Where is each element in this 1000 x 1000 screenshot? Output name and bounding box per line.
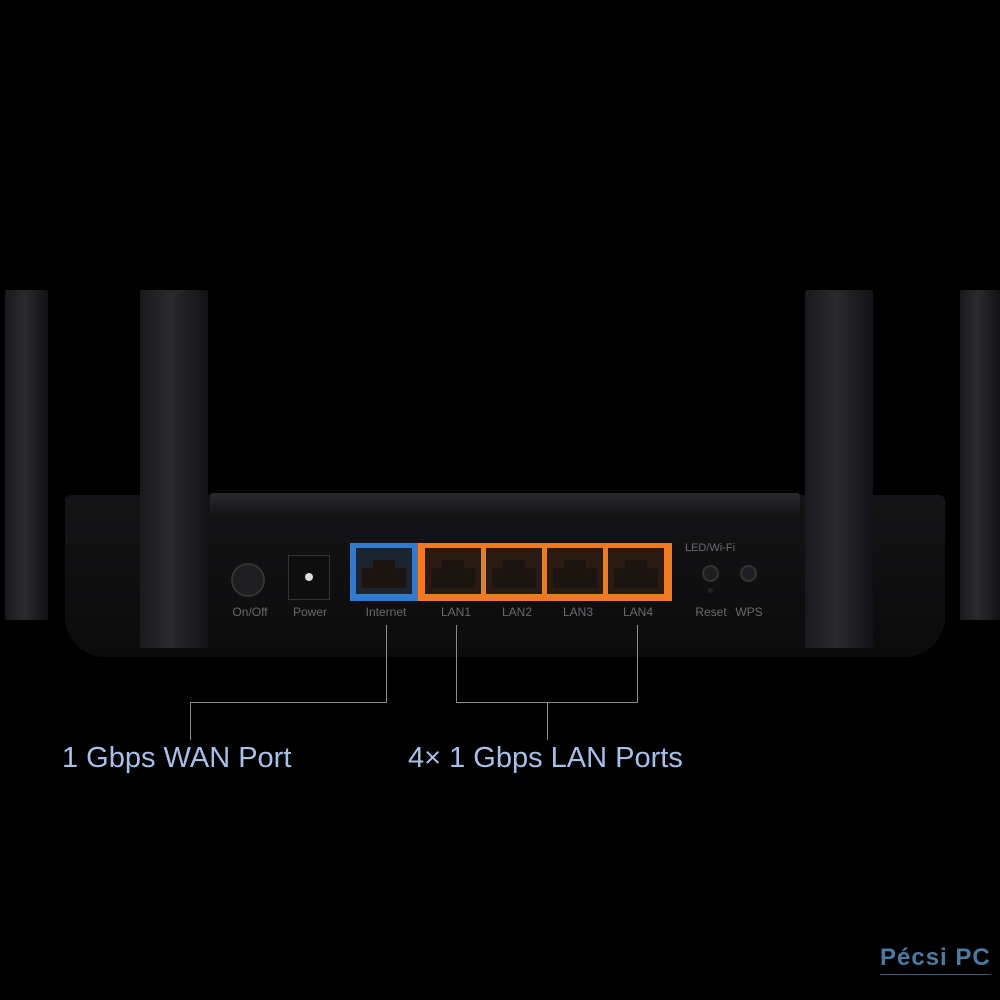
on-off-switch[interactable]	[231, 563, 265, 597]
led-wifi-label: LED/Wi-Fi	[684, 542, 736, 554]
lan4-port	[608, 548, 664, 594]
wan-leader-line	[386, 625, 387, 702]
lan3-port	[547, 548, 603, 594]
lan-leader-line	[637, 625, 638, 702]
power-label: Power	[292, 605, 328, 619]
wps-label: WPS	[735, 605, 763, 619]
lan-leader-line	[547, 702, 548, 740]
internet-label: Internet	[365, 605, 407, 619]
wps-button[interactable]	[740, 565, 757, 582]
wan-caption: 1 Gbps WAN Port	[62, 742, 292, 774]
lan-leader-line	[456, 625, 457, 702]
lan-caption: 4× 1 Gbps LAN Ports	[408, 742, 683, 774]
power-jack	[288, 555, 330, 600]
reset-label: Reset	[695, 605, 727, 619]
wan-leader-line	[190, 702, 387, 703]
internet-port	[356, 548, 412, 594]
lan1-label: LAN1	[440, 605, 472, 619]
reset-button[interactable]	[702, 565, 719, 582]
antenna-right	[805, 290, 873, 648]
lan4-label: LAN4	[622, 605, 654, 619]
lan2-label: LAN2	[501, 605, 533, 619]
antenna-left	[140, 290, 208, 648]
lan2-port	[486, 548, 542, 594]
on-off-label: On/Off	[232, 605, 268, 619]
lan1-port	[425, 548, 481, 594]
antenna-outer-right	[960, 290, 1000, 620]
router-top	[210, 493, 800, 515]
wan-leader-line	[190, 702, 191, 740]
lan3-label: LAN3	[562, 605, 594, 619]
antenna-outer-left	[5, 290, 48, 620]
watermark-logo: Pécsi PC	[880, 944, 991, 975]
reset-led	[708, 588, 713, 593]
